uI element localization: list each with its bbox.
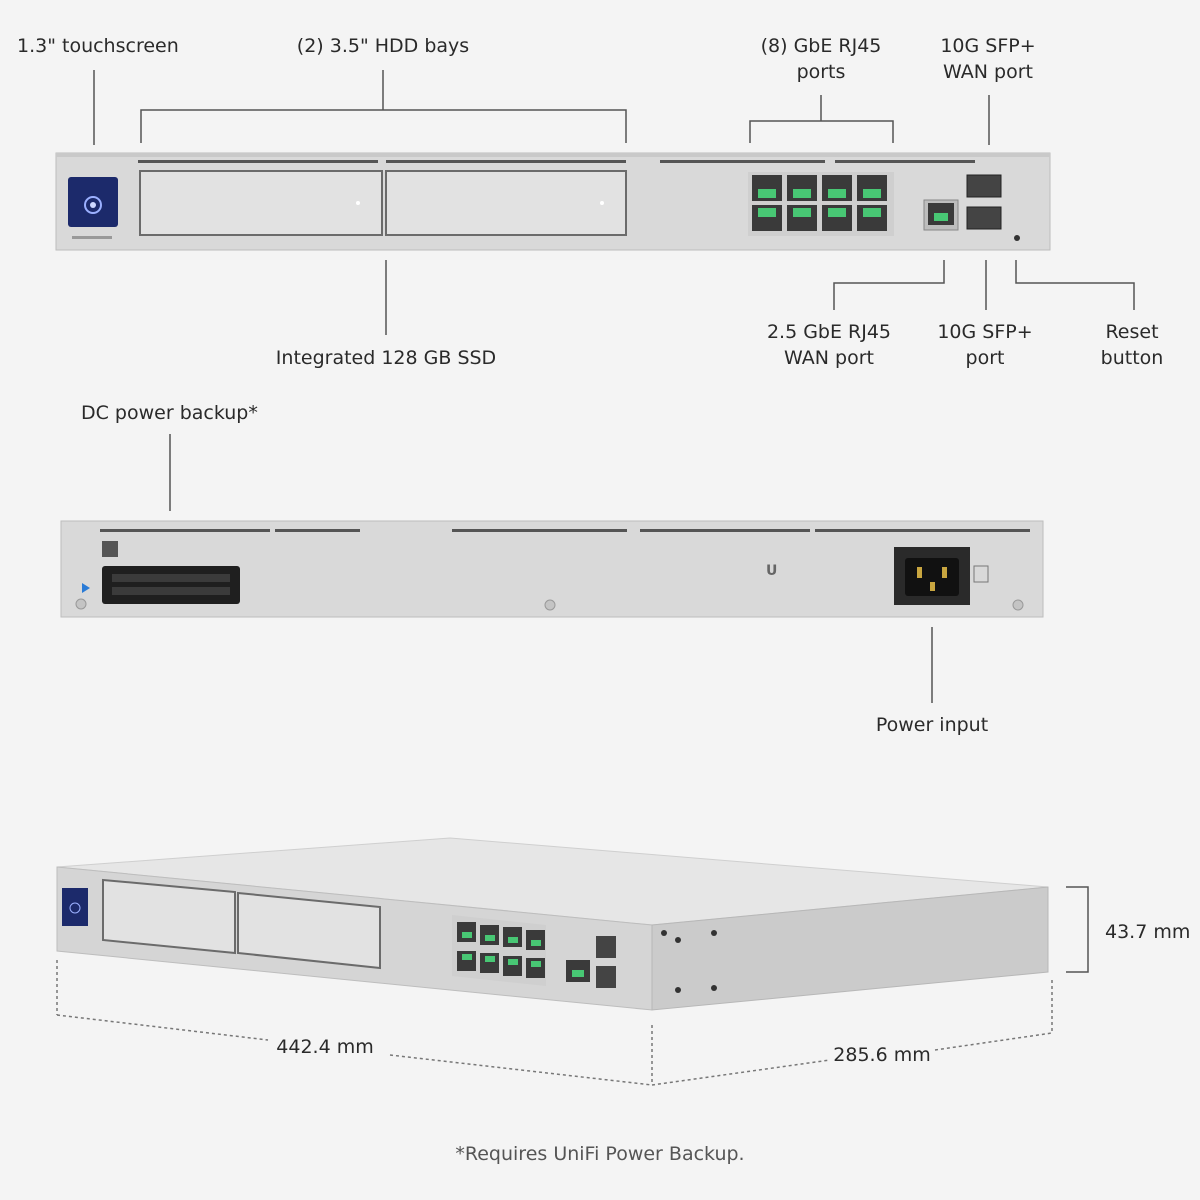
dc-backup-connector	[102, 566, 240, 604]
height-dimension: 43.7 mm	[1105, 921, 1191, 943]
rear-view: U	[60, 520, 1044, 618]
front-view	[55, 152, 1051, 251]
sfp-wan-label-line2: WAN port	[943, 61, 1033, 83]
rj45-wan-label: 2.5 GbE RJ45 WAN port	[744, 319, 914, 371]
sfp-port	[966, 206, 1002, 230]
hdd-bays-label: (2) 3.5" HDD bays	[296, 35, 470, 57]
power-input-label: Power input	[875, 714, 989, 736]
reset-button	[1014, 235, 1020, 241]
ssd-label: Integrated 128 GB SSD	[275, 347, 497, 369]
reset-label: Reset button	[1082, 319, 1182, 371]
sfp-wan-label: 10G SFP+ WAN port	[918, 33, 1058, 85]
sfp-port-label: 10G SFP+ port	[920, 319, 1050, 371]
hdd-bay-1	[139, 170, 383, 236]
gbe-ports-label-line2: ports	[796, 61, 846, 83]
hdd-bay-2	[385, 170, 627, 236]
sfp-port-label-line1: 10G SFP+	[937, 321, 1033, 343]
rear-callouts	[169, 434, 933, 703]
reset-label-line1: Reset	[1105, 321, 1159, 343]
footnote: *Requires UniFi Power Backup.	[455, 1143, 745, 1165]
dimension-lines	[56, 886, 1089, 1086]
sfp-port-label-line2: port	[965, 347, 1005, 369]
touchscreen-label: 1.3" touchscreen	[17, 35, 179, 57]
reset-label-line2: button	[1100, 347, 1164, 369]
svg-text:U: U	[766, 563, 777, 579]
rj45-wan-label-line2: WAN port	[784, 347, 874, 369]
sfp-wan-port	[966, 174, 1002, 198]
width-dimension: 442.4 mm	[276, 1036, 374, 1058]
perspective-view	[56, 837, 1049, 1011]
depth-dimension: 285.6 mm	[833, 1044, 931, 1066]
dc-backup-label: DC power backup*	[81, 402, 258, 424]
gbe-ports	[748, 172, 894, 236]
front-callouts	[93, 70, 1135, 335]
gbe-ports-label: (8) GbE RJ45 ports	[741, 33, 901, 85]
rj45-wan-label-line1: 2.5 GbE RJ45	[766, 321, 892, 343]
gbe-ports-label-line1: (8) GbE RJ45	[760, 35, 882, 57]
sfp-wan-label-line1: 10G SFP+	[940, 35, 1036, 57]
